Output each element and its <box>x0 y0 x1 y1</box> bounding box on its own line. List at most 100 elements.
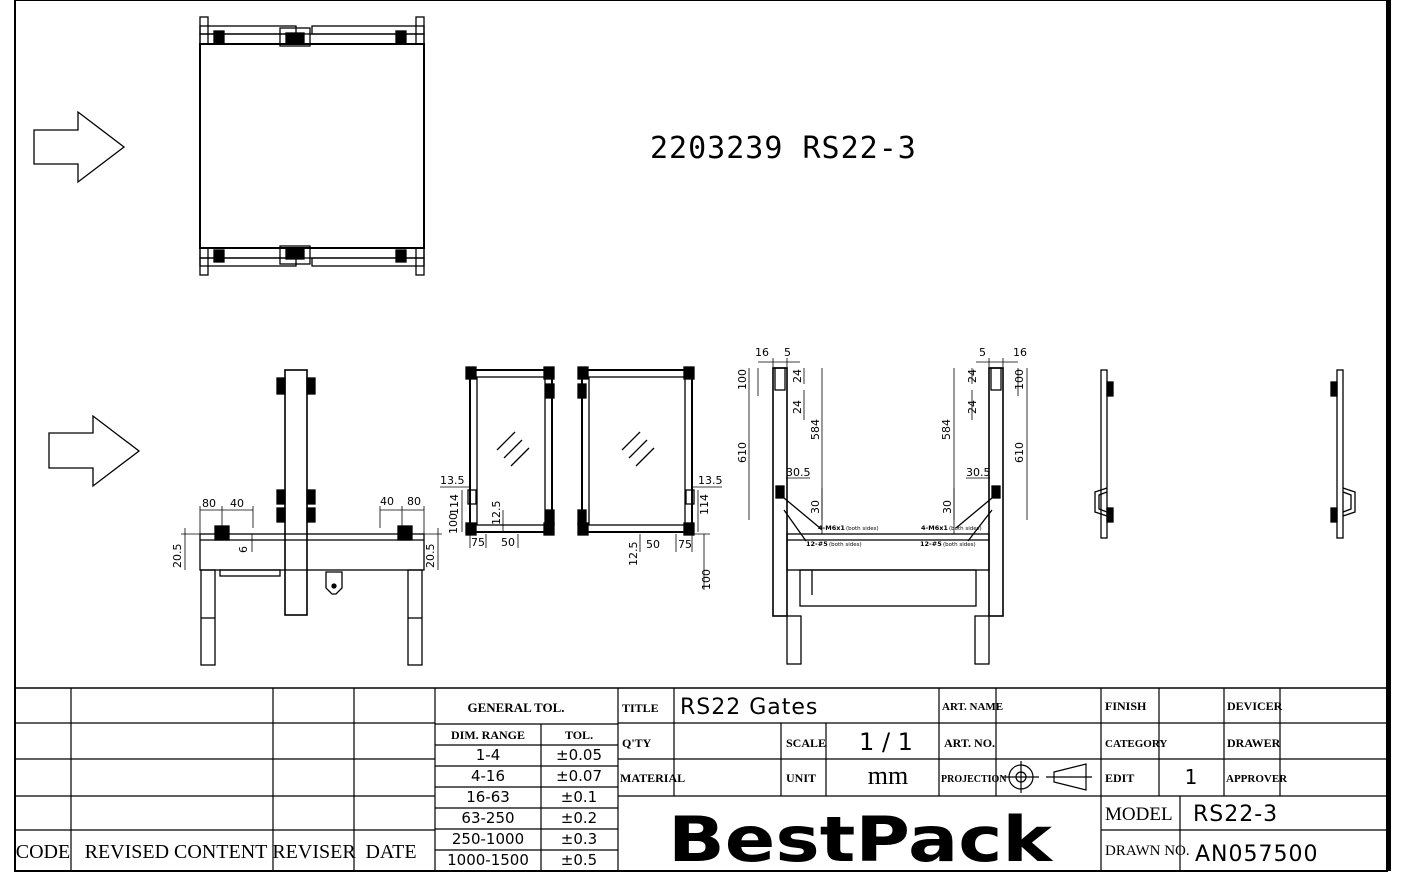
label-category: CATEGORY <box>1105 738 1167 750</box>
label-scale: SCALE <box>786 736 826 750</box>
label-approver: APPROVER <box>1226 773 1288 785</box>
note-m6-left-sub: (both sides) <box>846 526 879 532</box>
dim-side-24a-left: 24 <box>791 369 804 383</box>
label-unit: UNIT <box>786 771 816 785</box>
dim-left-6: 6 <box>237 546 250 553</box>
note-m6-right-sub: (both sides) <box>949 526 982 532</box>
dim-panel-b-114: 114 <box>698 494 711 515</box>
dim-panel-a-114: 114 <box>448 494 461 515</box>
tol-row-value: ±0.3 <box>561 830 597 848</box>
label-model: MODEL <box>1105 804 1173 825</box>
value-title: RS22 Gates <box>680 695 818 720</box>
bestpack-logo: BestPack <box>668 803 1054 876</box>
dim-panel-b-13-5: 13.5 <box>698 474 723 487</box>
dim-right-80: 80 <box>407 495 421 508</box>
dim-panel-a-75: 75 <box>471 536 485 549</box>
rev-header-reviser: REVISER <box>272 841 356 863</box>
note-m5-left-sub: (both sides) <box>829 542 862 548</box>
note-m5-right-sub: (both sides) <box>943 542 976 548</box>
dim-left-20-5: 20.5 <box>171 544 184 569</box>
drawing-main-title: 2203239 RS22-3 <box>650 131 917 166</box>
label-drawn-no: DRAWN NO. <box>1105 843 1190 859</box>
rev-header-code: CODE <box>16 841 70 863</box>
dim-side-5-left: 5 <box>784 346 791 359</box>
value-drawn-no: AN057500 <box>1195 842 1319 867</box>
note-m5-right: 12-#5 <box>920 540 942 548</box>
rev-header-date: DATE <box>365 841 416 863</box>
dim-right-40: 40 <box>380 495 394 508</box>
dim-side-610-right: 610 <box>1013 442 1026 463</box>
dim-side-30-left: 30 <box>809 500 822 514</box>
dim-side-30-5-left: 30.5 <box>786 466 811 479</box>
dim-panel-a-12-5: 12.5 <box>490 501 503 526</box>
value-scale: 1 / 1 <box>859 728 913 756</box>
dim-side-30-right: 30 <box>941 500 954 514</box>
dim-left-80: 80 <box>202 497 216 510</box>
tol-col-range: DIM. RANGE <box>451 728 525 742</box>
dim-left-40: 40 <box>230 497 244 510</box>
tol-row-range: 1-4 <box>476 746 501 764</box>
dim-side-584-left: 584 <box>809 419 822 440</box>
label-devicer: DEVICER <box>1227 699 1283 713</box>
value-unit: mm <box>868 761 908 790</box>
dim-side-24a-right: 24 <box>966 369 979 383</box>
note-m6-right: 4-M6x1 <box>921 524 948 532</box>
dim-side-5-right: 5 <box>979 346 986 359</box>
top-view <box>33 16 425 276</box>
label-qty: Q'TY <box>622 736 652 750</box>
dim-side-24b-right: 24 <box>966 400 979 414</box>
value-model: RS22-3 <box>1193 802 1278 827</box>
gate-panel-b-dims <box>639 486 722 590</box>
dim-panel-b-75: 75 <box>678 538 692 551</box>
note-m5-left: 12-#5 <box>806 540 828 548</box>
front-view <box>48 369 425 666</box>
label-finish: FINISH <box>1105 699 1147 713</box>
label-title: TITLE <box>622 701 659 715</box>
top-view-panel <box>199 43 425 249</box>
right-arrow-icon <box>33 110 126 184</box>
rev-header-content: REVISED CONTENT <box>85 841 268 863</box>
dim-panel-a-13-5: 13.5 <box>440 474 465 487</box>
dim-panel-b-50: 50 <box>646 538 660 551</box>
dim-side-584-right: 584 <box>940 419 953 440</box>
tol-row-range: 16-63 <box>466 788 510 806</box>
gate-profile-left <box>1094 369 1114 539</box>
label-art-no: ART. NO. <box>944 736 995 750</box>
tol-title: GENERAL TOL. <box>467 700 564 715</box>
value-edit: 1 <box>1185 765 1198 789</box>
gate-panel-b <box>577 366 695 536</box>
label-projection: PROJECTION <box>941 774 1007 785</box>
dim-side-24b-left: 24 <box>791 400 804 414</box>
tol-col-tol: TOL. <box>565 728 593 742</box>
right-arrow-icon <box>48 414 141 488</box>
tol-row-value: ±0.2 <box>561 809 597 827</box>
dim-side-16-right: 16 <box>1013 346 1027 359</box>
dim-side-100-left: 100 <box>736 369 749 390</box>
title-block-grid <box>15 687 1387 871</box>
tol-row-range: 63-250 <box>461 809 514 827</box>
tol-row-value: ±0.07 <box>556 767 602 785</box>
gate-panel-a-dims <box>440 486 519 548</box>
label-edit: EDIT <box>1105 771 1134 785</box>
side-view-dims <box>748 358 1028 534</box>
tol-row-value: ±0.1 <box>561 788 597 806</box>
dim-panel-b-12-5: 12.5 <box>627 542 640 567</box>
label-drawer: DRAWER <box>1227 736 1281 750</box>
dim-side-16-left: 16 <box>755 346 769 359</box>
dim-side-30-5-right: 30.5 <box>966 466 991 479</box>
label-art-name: ART. NAME <box>942 701 1003 713</box>
note-m6-left: 4-M6x1 <box>818 524 845 532</box>
dim-panel-a-50: 50 <box>501 536 515 549</box>
tol-row-range: 1000-1500 <box>447 851 529 869</box>
dim-panel-a-100: 100 <box>447 513 460 534</box>
first-angle-projection-icon <box>1003 761 1092 793</box>
label-material: MATERIAL <box>620 771 685 785</box>
sheet-border-inner <box>1387 0 1391 871</box>
dim-panel-b-100: 100 <box>700 569 713 590</box>
front-view-dims <box>181 506 442 570</box>
tol-row-range: 4-16 <box>471 767 505 785</box>
gate-profile-right <box>1330 369 1356 539</box>
tol-rows: 1-4±0.054-16±0.0716-63±0.163-250±0.2250-… <box>447 746 602 869</box>
dim-right-20-5: 20.5 <box>424 544 437 569</box>
